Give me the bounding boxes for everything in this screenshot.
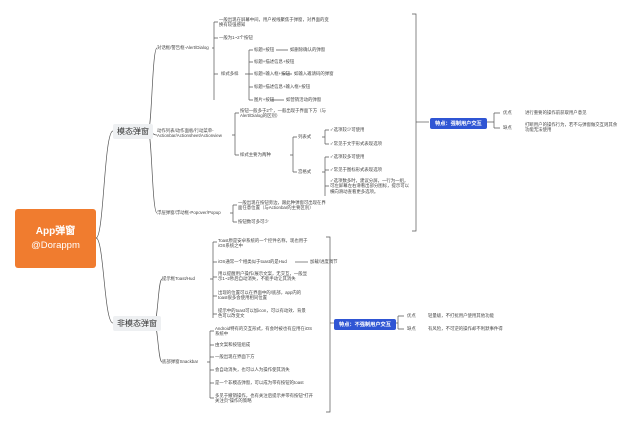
- alert-buttons: 一般为1~2个按钮: [219, 35, 253, 40]
- modal-pros-label: 优点: [503, 110, 512, 115]
- popover-desc: 一般出现在按钮旁边，跟此种弹窗可出现在界面任意位置（与Actionbar的主要区…: [238, 200, 326, 211]
- modal-feature-tag: 特点：强制用户交互: [430, 118, 487, 129]
- popover-node[interactable]: 浮层弹窗/浮动框-Popover/Popup: [157, 210, 221, 215]
- toast-item-3: 用以提醒用户操作/展示文案，无交互，一般显示1~2秒后自动消失，不能手动让其消失: [218, 271, 308, 282]
- alert-style-5-use: 如营销活动的弹窗: [286, 97, 322, 102]
- action-styles-label: 样式主要为两种: [240, 152, 271, 157]
- action-grid-item-2: ✓常见于图标形式表现选项: [330, 167, 382, 172]
- snackbar-item-6: 多见于撤销操作，也有关注后提示并带有按钮“打开关注页”操作的策略: [215, 393, 314, 404]
- alert-style-5: 图片+按钮: [254, 97, 275, 102]
- root-title: App弹窗: [35, 226, 76, 237]
- alert-style-label: 样式多样: [221, 71, 239, 76]
- toast-item-1: Toast原是安卓系统的一个控件名称，现也用于iOS系统之中: [218, 238, 308, 249]
- modal-cons: 打断用户的操作行为，若不与弹窗做交互则其余功能无法使用: [525, 122, 618, 133]
- action-grid-item-3: ✓选项数多时，建议分屏，一行为一组，可左屏幕左右滑看出部分图标，提示可以横向滑动…: [330, 178, 410, 194]
- action-grid-label: 宫格式: [298, 169, 312, 174]
- action-grid-item-1: ✓选项较多可使用: [330, 154, 365, 159]
- action-node[interactable]: 动作列表/动作面板/行动菜单-Actionbar/Actionsheet/Act…: [157, 128, 222, 139]
- nonmodal-node[interactable]: 非模态弹窗: [113, 316, 161, 331]
- action-list-label: 列表式: [298, 134, 312, 139]
- snackbar-item-2: 由文案和按钮组成: [215, 342, 251, 347]
- alert-style-3: 标题+输入框+按钮: [254, 71, 290, 76]
- toast-item-5: 提示中的toast可以加icon，可以有动效、背景色可以改变文: [218, 308, 306, 319]
- snackbar-item-4: 会自动消失，也可以人为操作使其消失: [215, 367, 290, 372]
- modal-pros: 进行重要的操作前获取用户意见: [525, 110, 587, 115]
- nonmodal-feature-tag: 特点：不强制用户交互: [334, 319, 396, 330]
- alert-style-1: 标题+按钮: [254, 47, 275, 52]
- root-subtitle: @Dorappm: [31, 240, 80, 251]
- alert-style-3-use: 如输入邀请码的弹窗: [294, 71, 334, 76]
- alert-node[interactable]: 对话框/警告框-Alert/Dialog: [157, 45, 209, 50]
- action-desc: 按钮一般多于2个，一般出现于界面下方（与Alert/Dialog的区别）: [240, 108, 326, 119]
- nonmodal-pros-label: 优点: [407, 313, 416, 318]
- modal-cons-label: 缺点: [503, 125, 512, 130]
- alert-style-2: 标题+描述信息+按钮: [254, 59, 295, 64]
- alert-style-4: 标题+描述信息+输入框+按钮: [254, 84, 310, 89]
- action-list-item-1: ✓选项较少可使用: [330, 127, 365, 132]
- action-list-item-2: ✓常见于文字形式表现选项: [330, 141, 382, 146]
- alert-desc: 一般出现在屏幕中间，用户视线聚焦于弹窗，对界面的变换有较强感知: [219, 17, 329, 28]
- toast-item-2: iOS通常一个相类似于toast的是Hud: [218, 259, 287, 264]
- modal-node[interactable]: 模态弹窗: [113, 124, 153, 139]
- nonmodal-cons: 有风险，不可逆的操作却不利默事件得: [428, 326, 503, 331]
- snackbar-item-3: 一般出现在界面下方: [215, 354, 255, 359]
- snackbar-item-5: 是一个非模态弹窗，可以成为带有按钮的toast: [215, 380, 304, 385]
- nonmodal-pros: 轻量级，不打扰用户使用其他功能: [428, 313, 494, 318]
- nonmodal-cons-label: 缺点: [407, 326, 416, 331]
- popover-buttons: 按钮数可多可少: [238, 219, 269, 224]
- toast-item-4: 出现的位置可以在界面中的/底部，app内的toast很多会使用相同位置: [218, 290, 302, 301]
- root-node[interactable]: App弹窗 @Dorappm: [15, 209, 96, 268]
- snackbar-node[interactable]: 底部弹窗Snackbar: [162, 359, 199, 364]
- toast-node[interactable]: 提示框Toast/Hud: [162, 276, 195, 281]
- toast-hud-note: 加载/进度调节: [310, 259, 338, 264]
- alert-style-1-use: 如删除确认的弹窗: [290, 47, 326, 52]
- snackbar-item-1: Android特有的交互形式，有会时被也有应用在iOS系统中: [215, 326, 313, 337]
